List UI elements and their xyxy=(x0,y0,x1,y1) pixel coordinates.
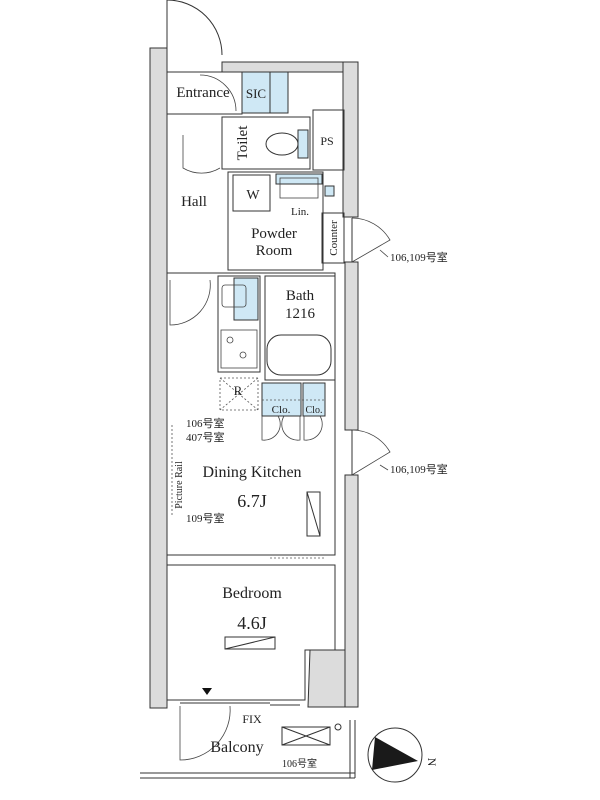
toilet-label: Toilet xyxy=(235,125,251,161)
picture-rail-label: Picture Rail xyxy=(174,461,185,509)
balcony-note: 106号室 xyxy=(282,757,317,770)
fix-label: FIX xyxy=(242,712,262,726)
powder-room xyxy=(227,171,324,271)
right-wall-upper xyxy=(342,61,359,218)
right-wall-middle xyxy=(344,261,359,431)
rail-note-407: 407号室 xyxy=(186,430,225,444)
ac-unit-icon xyxy=(281,726,331,746)
vanity-top xyxy=(275,173,323,185)
ps-label: PS xyxy=(320,134,333,148)
entry-door xyxy=(166,0,223,56)
rail-note-109: 109号室 xyxy=(186,511,225,525)
side-door-2 xyxy=(351,429,391,476)
bath-room xyxy=(264,275,336,381)
drain-icon xyxy=(334,723,342,731)
compass-north-label: N xyxy=(425,758,439,767)
entrance-label: Entrance xyxy=(176,85,230,101)
sic-closet xyxy=(241,71,289,114)
entrance-door-swing xyxy=(199,74,237,112)
toilet-bowl-icon xyxy=(265,132,299,156)
dining-kitchen-size: 6.7J xyxy=(237,491,267,511)
closet-2 xyxy=(302,382,326,417)
dining-kitchen-room xyxy=(166,272,336,556)
bedroom-size: 4.6J xyxy=(237,613,267,633)
kitchen-counter xyxy=(217,275,261,373)
counter xyxy=(321,212,345,264)
washer-label: W xyxy=(246,188,260,203)
washer-space xyxy=(232,174,271,212)
side-door-1-note: 106,109号室 xyxy=(390,250,448,264)
balcony-label: Balcony xyxy=(210,739,263,756)
side-door-2-note: 106,109号室 xyxy=(390,462,448,476)
toilet-tank-icon xyxy=(297,129,309,159)
hall-door-swing xyxy=(182,135,221,174)
ps-shaft xyxy=(312,109,345,171)
closet-doors xyxy=(261,415,323,441)
toilet-room xyxy=(221,116,311,170)
bedroom-corner-wall xyxy=(307,649,346,708)
north-compass-icon xyxy=(367,727,423,783)
refrigerator-label: R xyxy=(234,383,243,398)
bedroom-room xyxy=(166,564,336,701)
powder-room-label-1: Powder xyxy=(251,226,297,242)
closet-1-label: Clo. xyxy=(272,404,291,416)
rail-note-106: 106号室 xyxy=(186,416,225,430)
dining-kitchen-label: Dining Kitchen xyxy=(202,464,301,481)
dk-storage-icon xyxy=(306,491,321,537)
dk-door-swing xyxy=(169,279,211,326)
top-wall xyxy=(221,61,358,73)
kitchen-sink-icon xyxy=(221,284,247,308)
sic-label: SIC xyxy=(246,86,266,101)
right-wall-lower xyxy=(344,474,359,708)
bath-label-1: Bath xyxy=(286,288,315,304)
stove-icon xyxy=(220,329,258,369)
refrigerator-space xyxy=(219,377,259,411)
closet-2-label: Clo. xyxy=(306,405,323,416)
vanity-sink-icon xyxy=(279,177,319,199)
linen-label: Lin. xyxy=(291,206,309,218)
side-door-1 xyxy=(351,217,391,263)
bathtub-icon xyxy=(266,334,332,376)
linen-cabinet xyxy=(324,185,335,197)
balcony-door-swing xyxy=(179,705,231,761)
powder-room-label-2: Room xyxy=(256,243,293,259)
bath-label-2: 1216 xyxy=(285,306,316,322)
bedroom-label: Bedroom xyxy=(222,585,282,602)
counter-label: Counter xyxy=(328,220,340,256)
left-wall xyxy=(149,47,168,709)
bedroom-storage-icon xyxy=(224,636,276,650)
hall-label: Hall xyxy=(181,194,207,210)
closet-1 xyxy=(261,382,302,417)
window-marker-icon xyxy=(202,688,212,695)
